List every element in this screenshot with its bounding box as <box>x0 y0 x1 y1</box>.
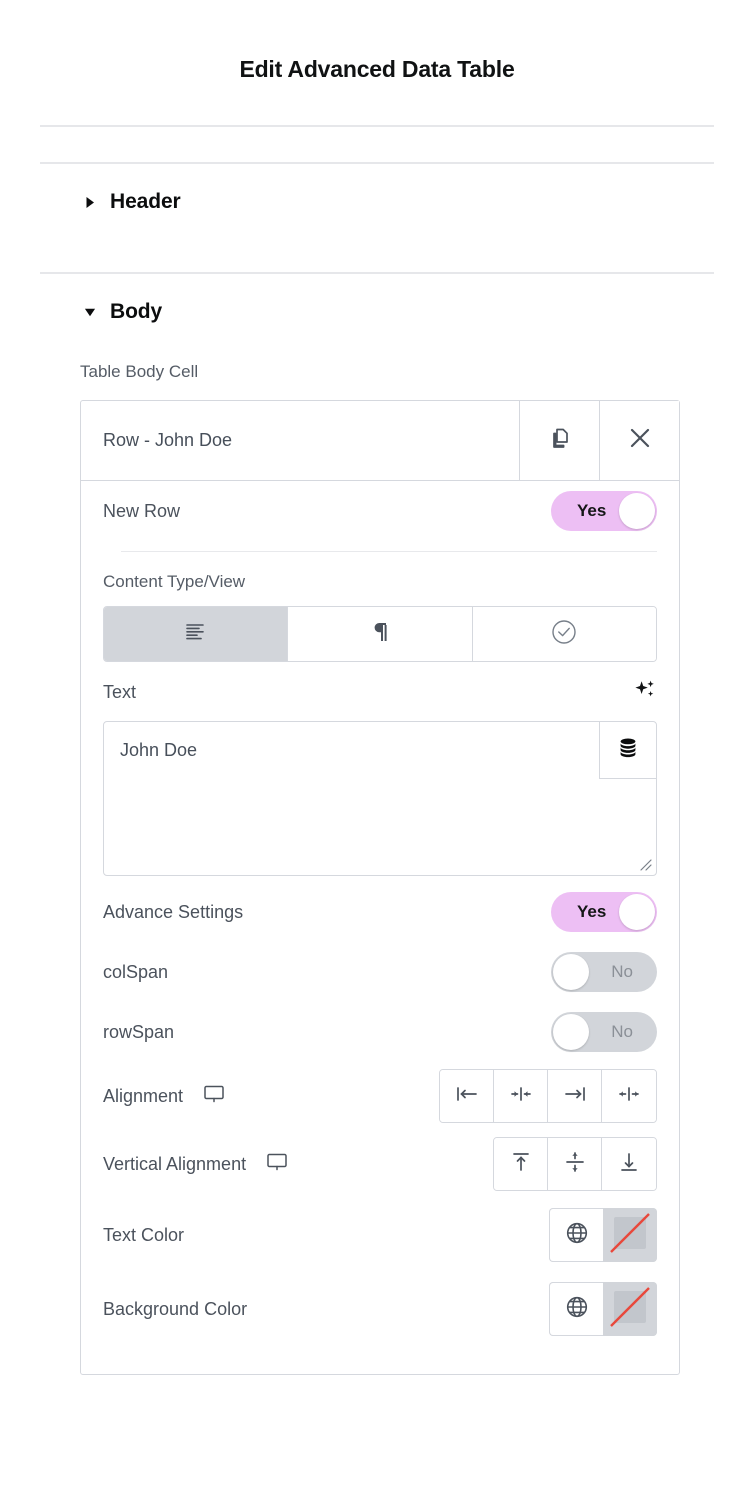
align-start-icon <box>454 1084 480 1109</box>
align-top-icon <box>510 1150 532 1179</box>
dynamic-tags-button[interactable] <box>599 722 656 779</box>
toggle-knob <box>553 1014 589 1050</box>
align-bottom-icon <box>618 1150 640 1179</box>
desktop-icon[interactable] <box>203 1084 225 1109</box>
caret-right-icon <box>84 196 96 209</box>
repeater-item-title[interactable]: Row - John Doe <box>103 430 233 450</box>
background-color-control: Background Color <box>103 1272 657 1346</box>
new-row-toggle[interactable]: Yes <box>551 491 657 531</box>
vertical-alignment-button-group <box>493 1137 657 1191</box>
colspan-control: colSpan No <box>103 942 657 1002</box>
align-center-button[interactable] <box>494 1070 548 1122</box>
align-center-icon <box>508 1084 534 1109</box>
text-color-control: Text Color <box>103 1198 657 1272</box>
advance-settings-toggle-value: Yes <box>577 902 607 921</box>
align-stretch-icon <box>616 1084 642 1109</box>
background-color-label: Background Color <box>103 1298 248 1319</box>
copy-icon <box>548 426 572 455</box>
repeater-field-label: Table Body Cell <box>80 362 199 381</box>
globe-icon <box>564 1220 590 1251</box>
background-color-global-button[interactable] <box>549 1282 603 1336</box>
vertical-alignment-label: Vertical Alignment <box>103 1153 247 1174</box>
align-stretch-button[interactable] <box>602 1070 656 1122</box>
section-header-toggle[interactable]: Header <box>0 164 754 238</box>
align-top-button[interactable] <box>494 1138 548 1190</box>
text-color-label: Text Color <box>103 1224 185 1245</box>
page-title: Edit Advanced Data Table <box>239 56 515 82</box>
section-divider-top <box>40 162 714 164</box>
section-body-label: Body <box>110 300 163 323</box>
rowspan-label: rowSpan <box>103 1021 175 1042</box>
colspan-toggle-value: No <box>611 962 633 981</box>
rowspan-toggle[interactable]: No <box>551 1012 657 1052</box>
background-color-swatch[interactable] <box>603 1282 657 1336</box>
content-type-label: Content Type/View <box>103 572 246 591</box>
text-color-swatch[interactable] <box>603 1208 657 1262</box>
new-row-control: New Row Yes <box>103 481 657 541</box>
table-body-cell-repeater: Row - John Doe <box>80 400 680 1375</box>
alignment-label: Alignment <box>103 1085 184 1106</box>
align-bottom-button[interactable] <box>602 1138 656 1190</box>
vertical-alignment-control: Vertical Alignment <box>103 1130 657 1198</box>
remove-item-button[interactable] <box>599 401 679 480</box>
colspan-toggle[interactable]: No <box>551 952 657 992</box>
body-section-content: Table Body Cell Row - John Doe <box>0 348 754 1375</box>
new-row-label: New Row <box>103 500 181 521</box>
content-divider <box>121 551 657 552</box>
check-circle-icon <box>550 618 578 651</box>
database-icon <box>617 736 639 765</box>
repeater-item-content: New Row Yes Content Type/View <box>81 481 679 1374</box>
advance-settings-label: Advance Settings <box>103 901 244 922</box>
background-color-picker <box>549 1282 657 1336</box>
text-color-global-button[interactable] <box>549 1208 603 1262</box>
align-middle-button[interactable] <box>548 1138 602 1190</box>
repeater-item-header: Row - John Doe <box>81 401 679 481</box>
desktop-icon[interactable] <box>266 1152 288 1177</box>
align-end-button[interactable] <box>548 1070 602 1122</box>
toggle-knob <box>619 894 655 930</box>
text-field-label: Text <box>103 682 137 702</box>
toggle-knob <box>553 954 589 990</box>
align-start-button[interactable] <box>440 1070 494 1122</box>
text-color-picker <box>549 1208 657 1262</box>
content-type-option-icon[interactable] <box>472 607 656 661</box>
text-field-label-row: Text <box>103 678 657 707</box>
content-type-option-paragraph[interactable] <box>288 607 473 661</box>
rowspan-toggle-value: No <box>611 1022 633 1041</box>
section-header-label: Header <box>110 190 181 213</box>
text-textarea[interactable] <box>104 722 656 875</box>
align-middle-icon <box>564 1150 586 1179</box>
pilcrow-icon <box>371 621 389 648</box>
duplicate-item-button[interactable] <box>519 401 599 480</box>
title-divider <box>40 125 714 127</box>
advance-settings-toggle[interactable]: Yes <box>551 892 657 932</box>
close-icon <box>627 425 653 456</box>
alignment-button-group <box>439 1069 657 1123</box>
toggle-knob <box>619 493 655 529</box>
align-left-icon <box>184 622 208 647</box>
text-textarea-wrapper <box>103 721 657 876</box>
content-type-option-text[interactable] <box>104 607 289 661</box>
colspan-label: colSpan <box>103 961 169 982</box>
caret-down-icon <box>84 307 96 318</box>
content-type-group: Content Type/View <box>103 562 657 662</box>
globe-icon <box>564 1294 590 1325</box>
vertical-alignment-label-group: Vertical Alignment <box>103 1152 288 1177</box>
section-divider-mid <box>40 272 714 274</box>
rowspan-control: rowSpan No <box>103 1002 657 1062</box>
alignment-label-group: Alignment <box>103 1084 225 1109</box>
section-body-toggle[interactable]: Body <box>0 274 754 348</box>
sparkle-icon[interactable] <box>633 678 657 707</box>
align-end-icon <box>562 1084 588 1109</box>
content-type-segmented-control <box>103 606 657 662</box>
alignment-control: Alignment <box>103 1062 657 1130</box>
no-color-icon <box>603 1282 657 1336</box>
new-row-toggle-value: Yes <box>577 501 607 520</box>
no-color-icon <box>603 1208 657 1262</box>
advance-settings-control: Advance Settings Yes <box>103 882 657 942</box>
